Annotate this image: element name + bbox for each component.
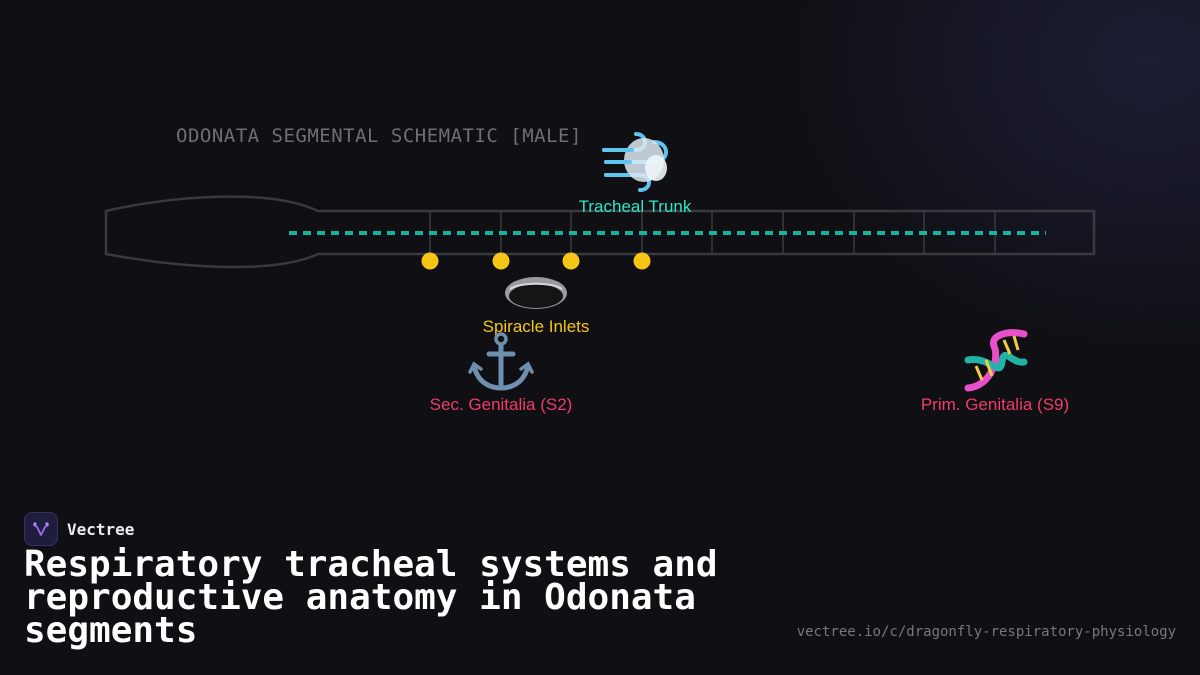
anchor-icon bbox=[468, 332, 534, 391]
spiracle-dot bbox=[492, 252, 510, 270]
body-outline bbox=[104, 195, 1096, 269]
vectree-logo-icon bbox=[24, 512, 58, 546]
footer-url[interactable]: vectree.io/c/dragonfly-respiratory-physi… bbox=[796, 624, 1176, 640]
tracheal-trunk-label: Tracheal Trunk bbox=[579, 197, 692, 216]
page-title: Respiratory tracheal systems and reprodu… bbox=[24, 544, 718, 651]
wind-icon bbox=[602, 132, 668, 192]
brand: Vectree bbox=[24, 512, 134, 546]
spiracle-dot bbox=[633, 252, 651, 270]
spiracle-dots bbox=[421, 252, 651, 270]
spiracle-dot bbox=[562, 252, 580, 270]
segmental-schematic: ODONATA SEGMENTAL SCHEMATIC [MALE] Trach… bbox=[104, 125, 1096, 414]
brand-name: Vectree bbox=[67, 519, 135, 539]
spiracle-inlets-label: Spiracle Inlets bbox=[483, 317, 590, 336]
sec-genitalia-label: Sec. Genitalia (S2) bbox=[430, 395, 573, 414]
prim-genitalia-label: Prim. Genitalia (S9) bbox=[921, 395, 1069, 414]
spiracle-dot bbox=[421, 252, 439, 270]
diagram-title: ODONATA SEGMENTAL SCHEMATIC [MALE] bbox=[176, 125, 582, 147]
dna-icon bbox=[964, 329, 1028, 392]
hole-icon bbox=[505, 277, 567, 309]
